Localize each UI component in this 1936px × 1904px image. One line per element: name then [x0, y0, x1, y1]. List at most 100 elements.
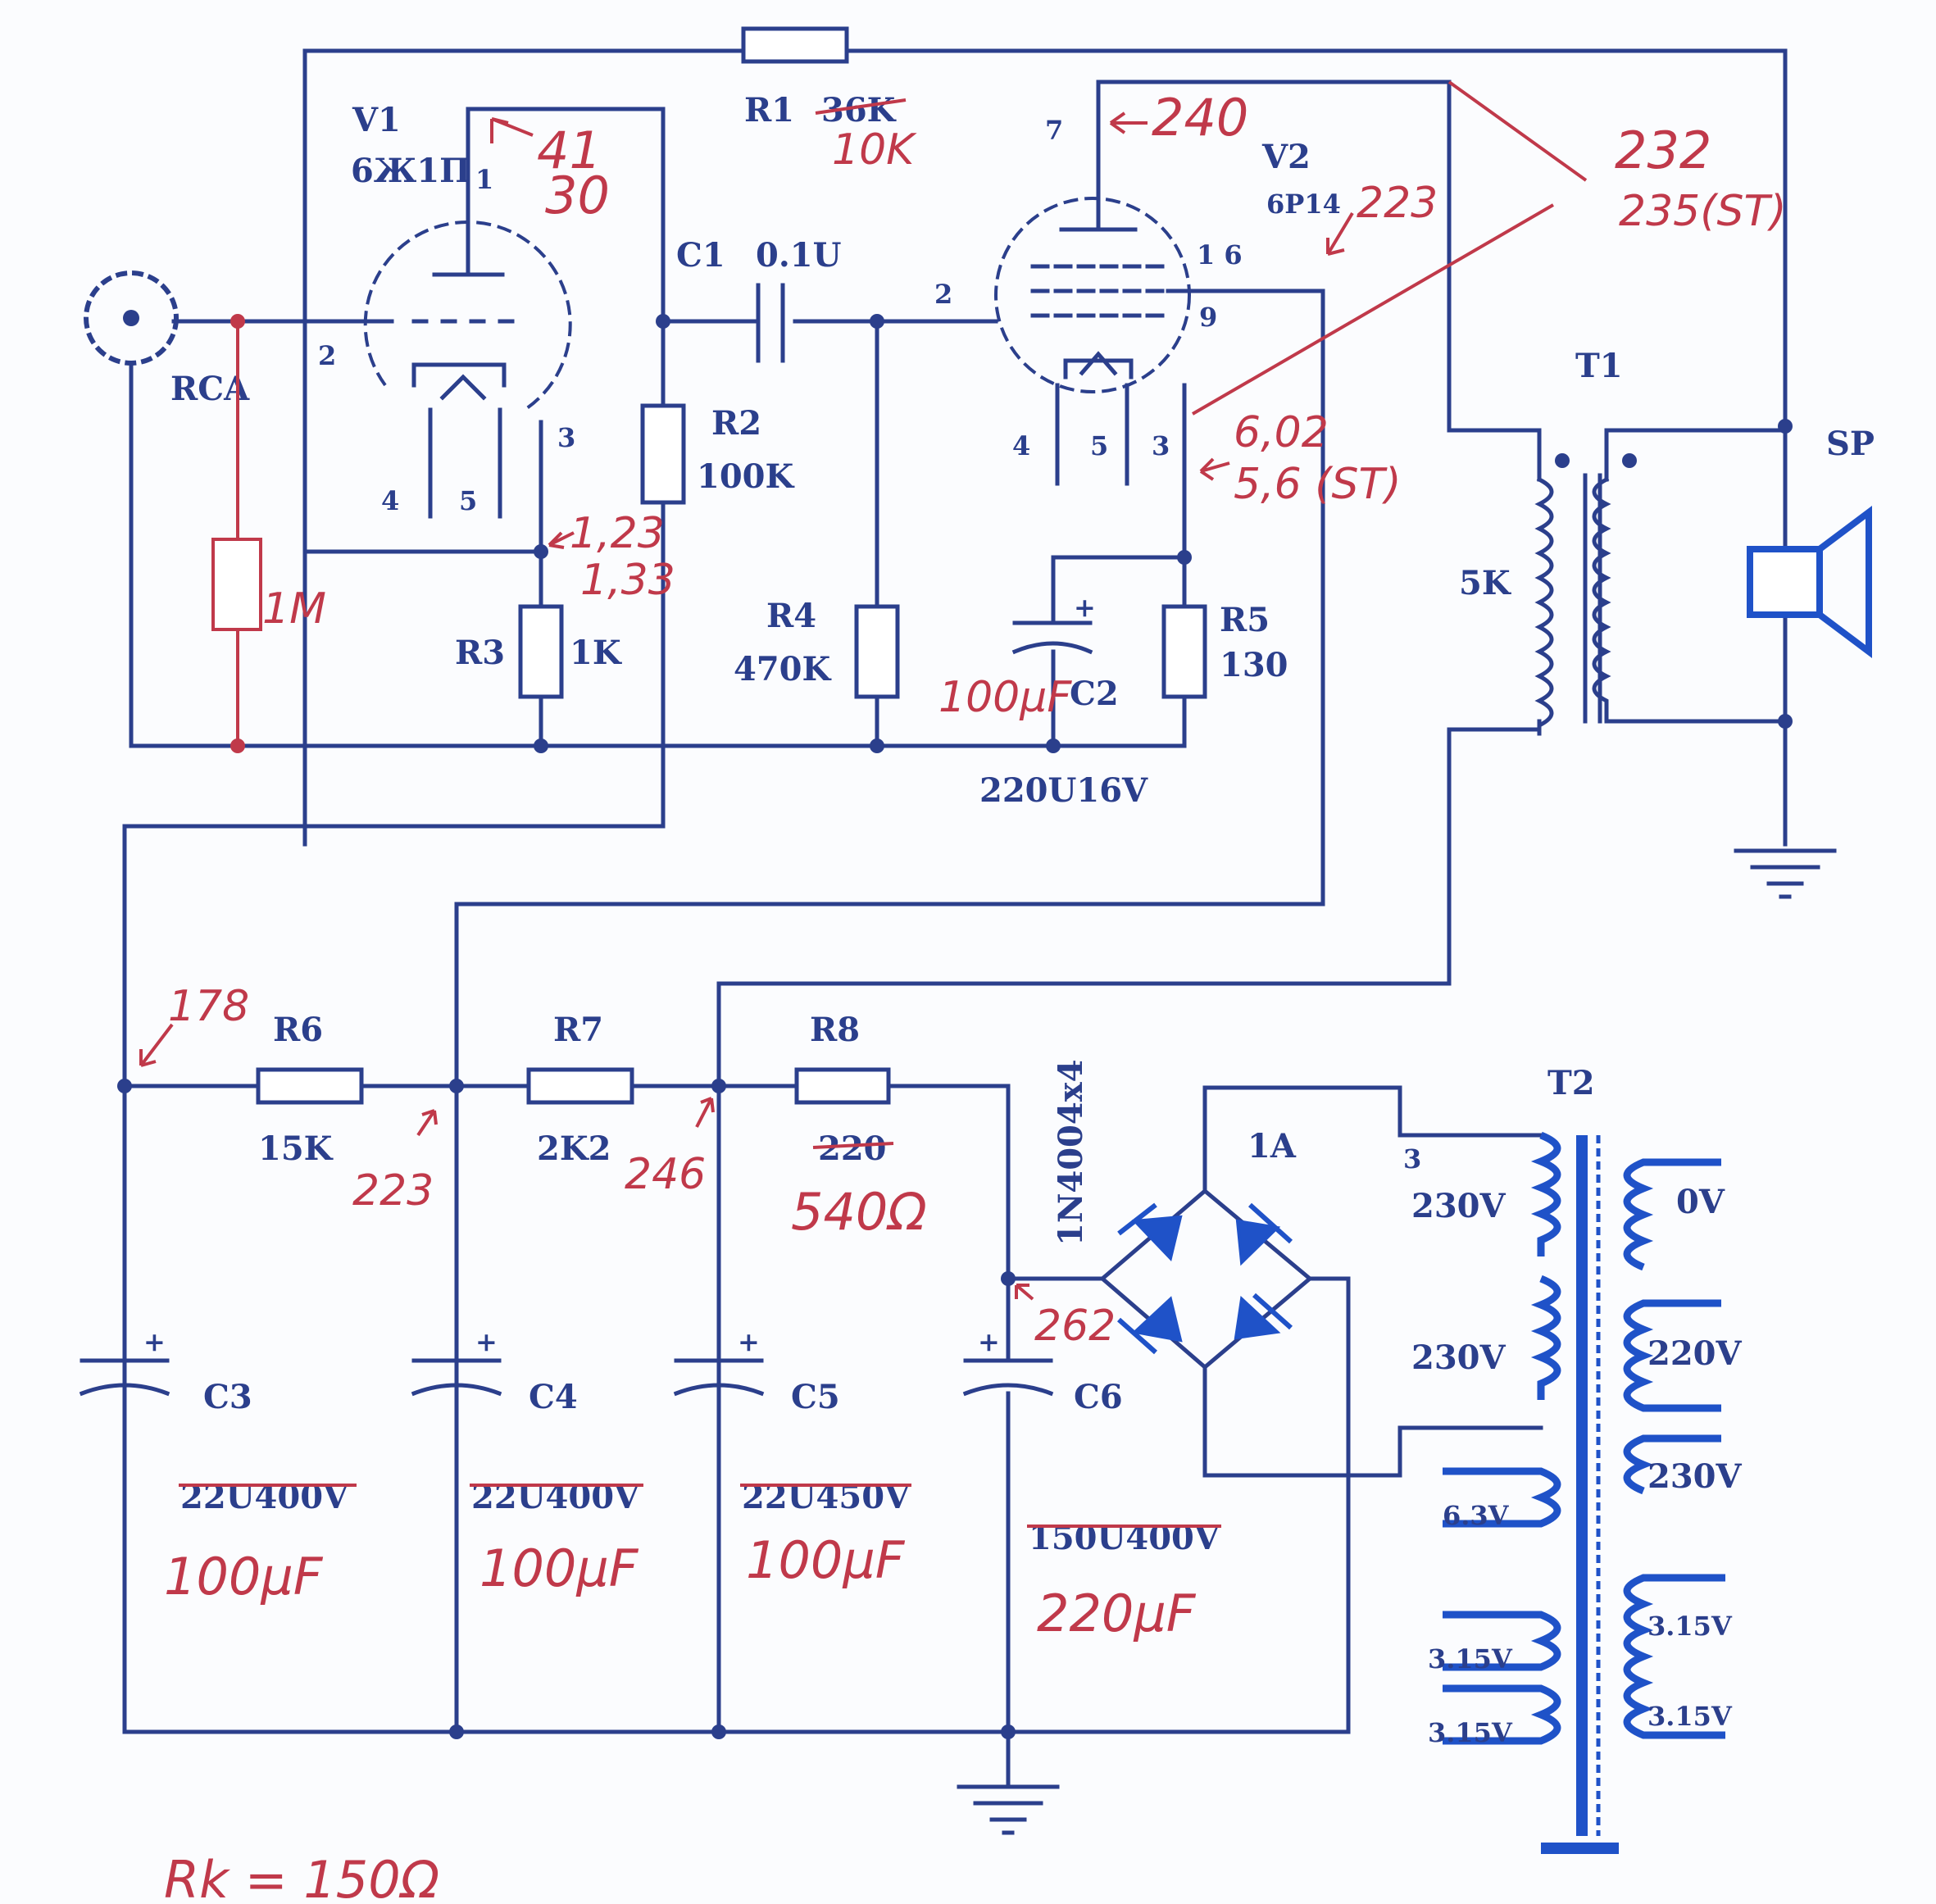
v2-pin-label: 5	[1090, 430, 1108, 461]
c4-ref: C4	[529, 1378, 578, 1416]
svg-text:+: +	[1074, 592, 1096, 623]
v1-pin-label: 4	[381, 485, 399, 516]
t2-winding-label: 6.3V	[1443, 1500, 1510, 1531]
r1-new-value: 10K	[832, 125, 917, 175]
output-transformer-t1	[1534, 453, 1637, 736]
t2-winding-label: 0V	[1676, 1183, 1725, 1221]
r8-old-value: 220	[818, 1129, 887, 1168]
t2-tap-label: 3	[1403, 1143, 1421, 1175]
c2-value: 220U16V	[979, 771, 1148, 810]
t2-winding-label: 220V	[1647, 1334, 1742, 1373]
c2-new-value: 100μF	[938, 673, 1072, 722]
t2-winding-label: 230V	[1411, 1187, 1506, 1225]
v2-pin-label: 2	[934, 279, 952, 310]
c2-capacitor: +	[1011, 592, 1096, 679]
c1-value: 0.1U	[756, 236, 841, 275]
v2-pin-label: 9	[1199, 302, 1217, 333]
triode-tube-v1	[363, 182, 572, 519]
bridge-label: 1N4004x4	[1052, 1060, 1090, 1246]
r5-resistor	[1161, 604, 1207, 699]
r2-ref: R2	[711, 404, 761, 443]
c1-ref: C1	[676, 236, 725, 275]
t2-winding-label: 230V	[1411, 1338, 1506, 1377]
r6-resistor	[256, 1067, 364, 1105]
v2-anode-voltage: 240	[1152, 88, 1248, 148]
ground-symbol	[1734, 842, 1837, 899]
c3-ref: C3	[203, 1378, 252, 1416]
v2-cathode-voltage: 6,02	[1234, 408, 1329, 457]
t1-supply-voltage: 235(ST)	[1619, 187, 1787, 236]
speaker-icon	[1747, 506, 1872, 658]
input-resistor	[211, 314, 262, 753]
r-in-value: 1M	[262, 584, 326, 634]
t1-primary-value: 5K	[1459, 564, 1511, 602]
c5-ref: C5	[791, 1378, 840, 1416]
c5-capacitor: +	[673, 1326, 765, 1420]
wiring	[122, 48, 1788, 1789]
t2-winding-label: 3.15V	[1428, 1643, 1513, 1675]
v2-pin-label: 1 6	[1197, 239, 1243, 270]
r1-ref: R1	[744, 91, 794, 130]
ground-symbol	[957, 1784, 1060, 1835]
c2-ref: C2	[1070, 675, 1119, 713]
r2-resistor	[640, 403, 686, 505]
v1-pin-label: 5	[459, 485, 477, 516]
r6-ref: R6	[273, 1011, 323, 1049]
rca-jack-icon	[84, 270, 179, 366]
t2-winding-label: 3.15V	[1647, 1701, 1733, 1732]
node-voltage: 223	[352, 1166, 434, 1216]
v1-anode-voltage: 30	[545, 166, 610, 225]
svg-text:+: +	[738, 1326, 760, 1357]
r5-ref: R5	[1220, 601, 1270, 639]
v2-pin-label: 7	[1045, 115, 1063, 146]
c1-capacitor	[756, 283, 785, 363]
c4-new-value: 100μF	[479, 1538, 639, 1598]
speaker-ref: SP	[1826, 425, 1875, 463]
v1-anode-voltage: 41	[537, 120, 602, 180]
node-voltage: 262	[1034, 1302, 1116, 1351]
r4-value: 470K	[734, 650, 831, 688]
t2-ref: T2	[1547, 1064, 1595, 1102]
c5-new-value: 100μF	[746, 1530, 906, 1590]
r8-new-value: 540Ω	[791, 1182, 927, 1242]
v2-pin-label: 4	[1012, 430, 1030, 461]
v1-cathode-voltage: 1,33	[580, 556, 675, 605]
c3-capacitor: +	[79, 1326, 170, 1420]
r7-ref: R7	[553, 1011, 603, 1049]
v2-ref: V2	[1261, 138, 1311, 176]
voltage-annotations	[139, 80, 1588, 1301]
node-voltage: 178	[168, 982, 249, 1031]
r3-resistor	[518, 604, 564, 699]
pentode-tube-v2	[994, 186, 1191, 560]
t2-winding-label: 230V	[1647, 1457, 1742, 1496]
t2-winding-label: 3.15V	[1647, 1611, 1733, 1642]
c6-capacitor: +	[962, 1326, 1054, 1420]
v1-pin-label: 3	[557, 422, 575, 453]
r3-value: 1K	[570, 634, 622, 672]
svg-text:+: +	[143, 1326, 166, 1357]
footer-note: Rk = 150Ω	[164, 1850, 439, 1904]
junction-dots	[117, 314, 1793, 1739]
c6-new-value: 220μF	[1037, 1584, 1197, 1643]
c4-capacitor: +	[411, 1326, 502, 1420]
v1-type: 6Ж1П	[351, 152, 470, 190]
power-transformer-t2	[1443, 1131, 1725, 1854]
t1-supply-voltage: 232	[1615, 120, 1711, 180]
r7-value: 2K2	[537, 1129, 611, 1168]
v1-pin-label: 2	[318, 340, 336, 371]
r5-value: 130	[1220, 646, 1288, 684]
r3-ref: R3	[455, 634, 505, 672]
r4-resistor	[854, 604, 900, 699]
v1-ref: V1	[352, 101, 401, 139]
r8-resistor	[794, 1067, 891, 1105]
t1-ref: T1	[1575, 347, 1623, 385]
r6-value: 15K	[258, 1129, 334, 1168]
svg-text:+: +	[475, 1326, 498, 1357]
fuse-label: 1A	[1247, 1127, 1297, 1166]
r4-ref: R4	[766, 597, 816, 635]
svg-text:+: +	[978, 1326, 1000, 1357]
node-voltage: 246	[625, 1150, 706, 1199]
v2-screen-voltage: 223	[1357, 179, 1438, 228]
v2-type: 6P14	[1266, 189, 1341, 220]
